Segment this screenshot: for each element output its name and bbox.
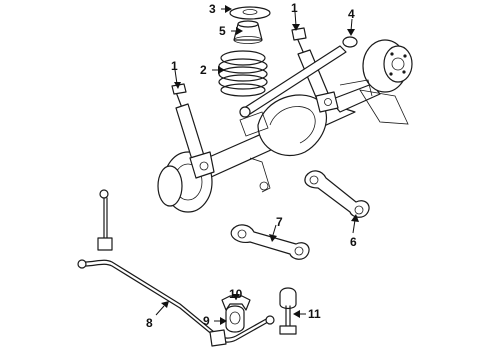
callout-2: 2	[200, 63, 207, 77]
lower-control-arm	[230, 224, 310, 260]
rear-axle-housing	[157, 39, 413, 213]
track-bar	[239, 36, 358, 118]
stabilizer-link-right	[279, 287, 297, 335]
leader-lines	[155, 5, 359, 325]
callout-5: 5	[219, 24, 226, 38]
callout-1-left: 1	[171, 59, 178, 73]
shock-absorber-left	[171, 83, 215, 179]
stabilizer-bushing	[225, 305, 245, 333]
shock-absorber-right	[291, 27, 339, 113]
upper-control-arm	[304, 170, 370, 218]
upper-spring-seat	[229, 6, 271, 20]
stabilizer-bar	[77, 259, 275, 347]
callout-4: 4	[348, 7, 355, 21]
callout-9: 9	[203, 314, 210, 328]
callout-10: 10	[229, 287, 243, 301]
spring-insulator	[233, 20, 263, 44]
callout-3: 3	[209, 2, 216, 16]
coil-spring	[218, 50, 268, 97]
callout-11: 11	[308, 307, 321, 321]
callout-7: 7	[276, 215, 283, 229]
callout-8: 8	[146, 316, 153, 330]
stabilizer-link-left	[97, 189, 113, 251]
callout-6: 6	[350, 235, 357, 249]
callout-labels: 1 1 2 3 4 5 6 7 8 9 10 11	[146, 1, 357, 330]
callout-1-right: 1	[291, 1, 298, 15]
